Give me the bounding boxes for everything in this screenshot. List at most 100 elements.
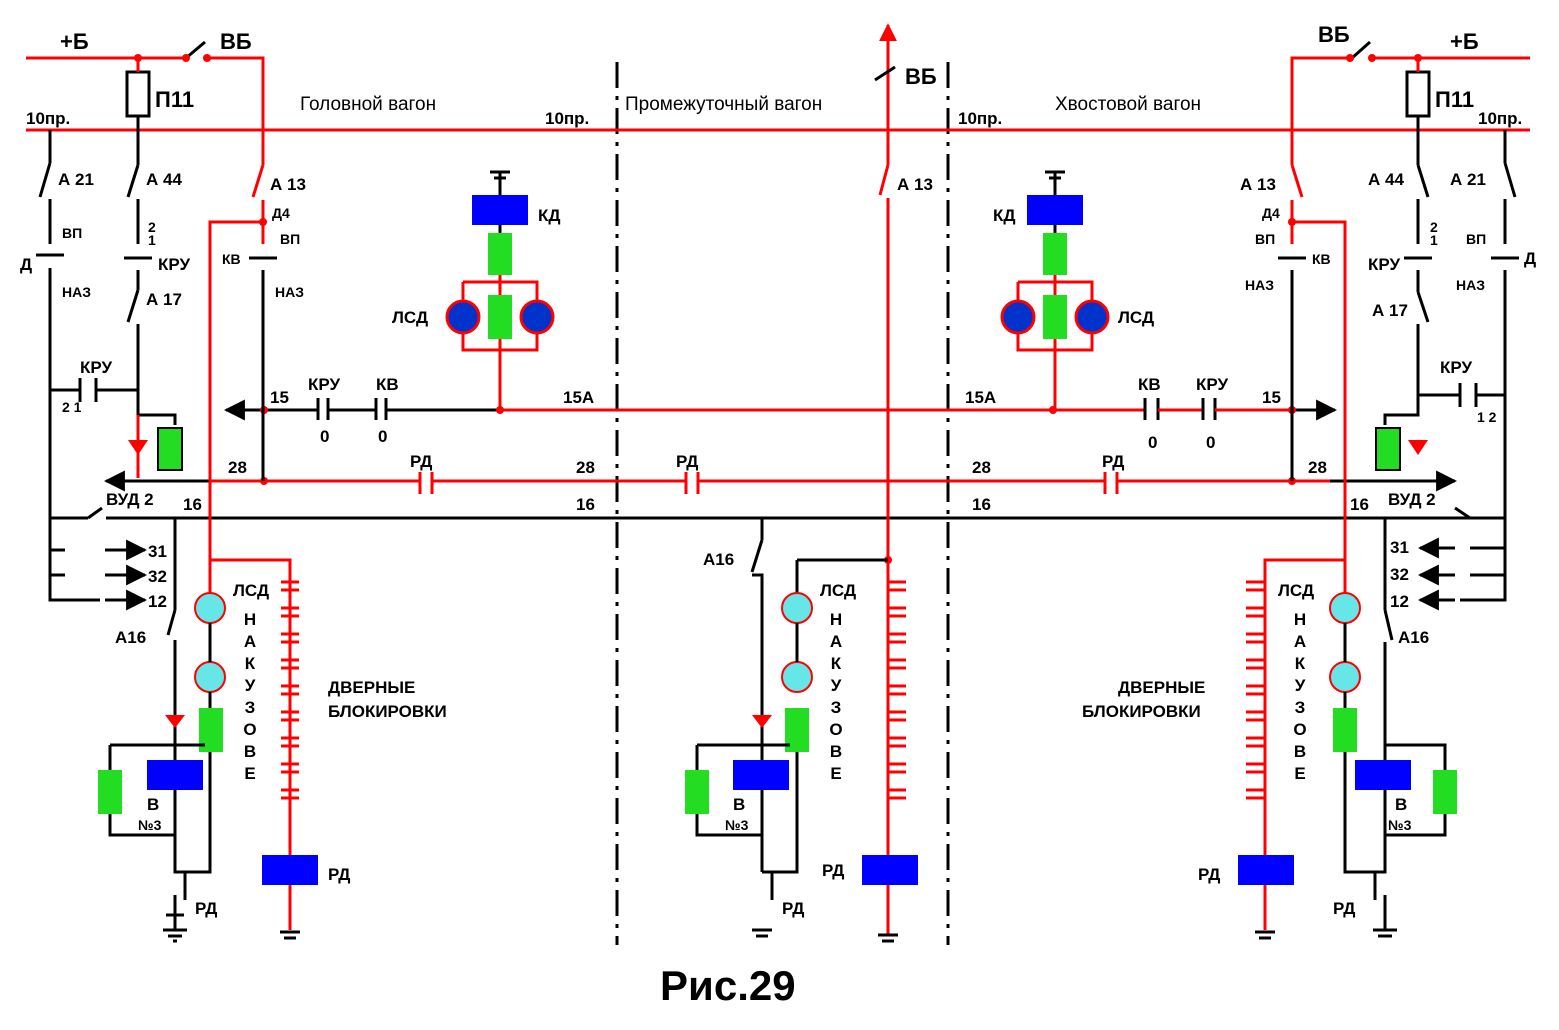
relay-coil-icon [862, 855, 918, 885]
w12-left: 12 [148, 592, 167, 611]
a44-left: А 44 [146, 170, 182, 189]
zero-2: 0 [378, 427, 387, 446]
tail-car-control [1373, 130, 1519, 930]
na-kuzove-letter: В [244, 742, 256, 761]
w28-1: 28 [228, 458, 247, 477]
w32-right: 32 [1390, 565, 1409, 584]
diode-icon [752, 715, 772, 728]
plus-b-left: +Б [60, 29, 89, 54]
a21-right: А 21 [1450, 170, 1486, 189]
kru-right-mid: КРУ [1440, 358, 1472, 377]
d-right: Д [1524, 249, 1536, 268]
w16-2: 16 [576, 495, 595, 514]
kd-group-right [1000, 170, 1110, 410]
lamp-icon [1000, 299, 1036, 335]
lamp-icon [781, 661, 813, 693]
na-kuzove-letter: Н [1294, 610, 1306, 629]
lamp-icon [194, 592, 226, 624]
naz-left-kv: НАЗ [275, 284, 304, 300]
lsd-middle: ЛСД [820, 581, 856, 600]
door-locks-middle [888, 580, 906, 800]
lsd-right: ЛСД [1278, 581, 1314, 600]
no3-right: №3 [1388, 817, 1412, 833]
vb-left: ВБ [220, 29, 252, 54]
d-left: Д [20, 255, 32, 274]
rd-middle-bottom: РД [782, 899, 804, 918]
n21-left: 2 1 [62, 399, 82, 415]
door-locks-right [1246, 580, 1264, 800]
lsd-right-top: ЛСД [1118, 308, 1154, 327]
w10-mid: 10пр. [545, 109, 589, 128]
na-kuzove-letter: В [1294, 742, 1306, 761]
p11-right: П11 [1435, 87, 1474, 112]
na-kuzove-letter: У [831, 676, 842, 695]
head-door-locks [262, 575, 318, 940]
kv-15-left: КВ [376, 375, 399, 394]
wire-15-bus [223, 398, 1338, 421]
naz-left-d: НАЗ [62, 284, 91, 300]
relay-coil-icon [733, 760, 789, 790]
tail-car-lamps [1329, 560, 1457, 938]
a16-middle: А16 [703, 550, 734, 569]
w28-4: 28 [1308, 458, 1327, 477]
lsd-left: ЛСД [233, 581, 269, 600]
diode-icon [165, 715, 185, 728]
w10-left: 10пр. [26, 109, 70, 128]
relay-coil-icon [1375, 427, 1401, 471]
p11-left: П11 [155, 87, 194, 112]
relay-coil-icon [147, 760, 203, 790]
relay-coil-icon [1238, 855, 1294, 885]
relay-coil-icon [157, 427, 183, 471]
door-right-1: ДВЕРНЫЕ [1118, 678, 1205, 697]
vb-middle: ВБ [905, 64, 937, 89]
a13-right-branch [1263, 164, 1347, 575]
relay-coil-icon [1355, 760, 1411, 790]
door-right-2: БЛОКИРОВКИ [1082, 702, 1201, 721]
kv-right-top: КВ [1312, 251, 1331, 267]
w16-1: 16 [183, 495, 202, 514]
na-kuzove-letter: У [245, 676, 256, 695]
fuse-icon [125, 70, 151, 118]
w31-left: 31 [148, 542, 167, 561]
w28-3: 28 [972, 458, 991, 477]
na-kuzove-letter: О [829, 720, 842, 739]
na-kuzove-letter: В [830, 742, 842, 761]
naz-right-kv: НАЗ [1245, 277, 1274, 293]
relay-coil-icon [488, 295, 512, 339]
zero-4: 0 [1206, 433, 1215, 452]
naz-right-d: НАЗ [1456, 277, 1485, 293]
n2-left: 2 [148, 219, 156, 235]
n2-right: 2 [1430, 219, 1438, 235]
relay-coil-icon [1043, 233, 1067, 275]
plus-b-right: +Б [1450, 29, 1479, 54]
tail-door-locks [1238, 575, 1294, 940]
lsd-left-top: ЛСД [392, 308, 428, 327]
door-locks-left [281, 580, 299, 800]
na-kuzove-letter: Е [244, 764, 255, 783]
na-kuzove-letter: К [831, 654, 842, 673]
v-right: В [1395, 795, 1407, 814]
v-middle: В [733, 795, 745, 814]
w10-mid2: 10пр. [958, 109, 1002, 128]
lamp-icon [1329, 661, 1361, 693]
kd-right: КД [993, 206, 1016, 225]
rd-28-3: РД [1102, 452, 1124, 471]
a16-right: А16 [1398, 628, 1429, 647]
rd-left-relay: РД [328, 865, 350, 884]
no3-left: №3 [138, 817, 162, 833]
a13-right: А 13 [1240, 175, 1276, 194]
a13-left-branch [208, 164, 292, 575]
a13-middle: А 13 [897, 175, 933, 194]
kd-group-left [445, 170, 555, 410]
w28-2: 28 [576, 458, 595, 477]
vud2-left: ВУД 2 [106, 490, 154, 509]
na-kuzove-letter: У [1295, 676, 1306, 695]
kv-left-top: КВ [222, 251, 241, 267]
relay-coil-icon [1433, 770, 1457, 814]
vp-left-d: ВП [62, 225, 82, 241]
na-kuzove-letter: Н [244, 610, 256, 629]
a16-left: А16 [115, 628, 146, 647]
na-kuzove-letter: А [244, 632, 256, 651]
